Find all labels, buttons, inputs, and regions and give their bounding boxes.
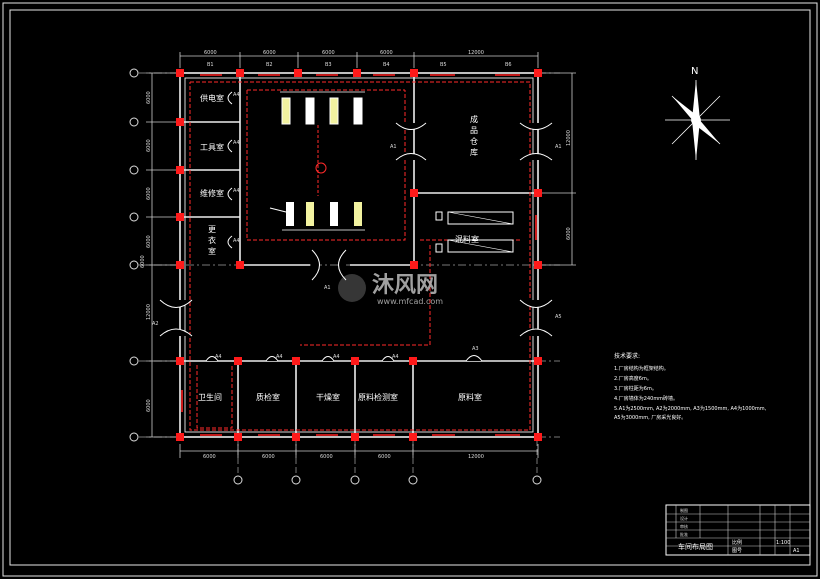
axis-top-b5: B5 bbox=[440, 62, 447, 68]
doors bbox=[159, 91, 553, 362]
tech-title: 技术要求: bbox=[614, 352, 640, 360]
dimension-bottom bbox=[179, 444, 539, 458]
tech-requirements: 技术要求: 1.厂房结构为框架结构。 2.厂房高度6m。 3.厂房柱距为6m。 … bbox=[614, 352, 767, 421]
north-arrow: N bbox=[665, 66, 730, 160]
dim-left-5: 6000 bbox=[140, 255, 146, 268]
door-tag-power: A4 bbox=[233, 92, 240, 98]
inner-frame bbox=[9, 9, 811, 566]
tech-line-4: 4.厂房墙体为240mm砖墙。 bbox=[614, 395, 678, 402]
axis-top-b2: B2 bbox=[266, 62, 273, 68]
door-tag-changing: A4 bbox=[233, 238, 240, 244]
vertical-room-labels: 更衣室 成品仓库 bbox=[208, 114, 478, 256]
watermark-cn: 沐风网 bbox=[372, 273, 438, 298]
tech-line-1: 1.厂房结构为框架结构。 bbox=[614, 365, 669, 372]
dim-bottom-3: 6000 bbox=[320, 454, 333, 460]
dimension-right-labels: 12000 6000 bbox=[566, 130, 572, 240]
room-raw: 原料室 bbox=[458, 392, 482, 402]
columns bbox=[176, 69, 542, 441]
dim-bottom-2: 6000 bbox=[262, 454, 275, 460]
door-tag-tool: A4 bbox=[233, 140, 240, 146]
room-qc: 质检室 bbox=[256, 392, 280, 402]
tech-line-6: A5为3000mm, 厂房采光良好。 bbox=[614, 414, 686, 421]
axis-top-b1: B1 bbox=[207, 62, 214, 68]
dim-left-3: 6000 bbox=[146, 187, 152, 200]
dim-top-2: 6000 bbox=[263, 50, 276, 56]
drawing-title: 车间布局图 bbox=[678, 542, 713, 551]
dim-top-5: 12000 bbox=[468, 50, 484, 56]
door-tag-center: A1 bbox=[324, 285, 331, 291]
windows bbox=[181, 74, 537, 436]
dim-top-3: 6000 bbox=[322, 50, 335, 56]
door-tag-repair: A4 bbox=[233, 188, 240, 194]
door-tag-toilet: A4 bbox=[215, 354, 222, 360]
room-power: 供电室 bbox=[200, 93, 224, 103]
room-toilet: 卫生间 bbox=[198, 392, 222, 402]
dim-top-1: 6000 bbox=[204, 50, 217, 56]
tech-line-2: 2.厂房高度6m。 bbox=[614, 375, 652, 382]
watermark-en: www.mfcad.com bbox=[377, 297, 443, 306]
dimension-right bbox=[542, 72, 576, 266]
door-tag-product-right: A1 bbox=[555, 144, 562, 150]
tech-line-5: 5.A1为2500mm, A2为2000mm, A3为1500mm, A4为10… bbox=[614, 405, 767, 412]
svg-text:批准: 批准 bbox=[680, 531, 688, 537]
room-changing: 更衣室 bbox=[208, 225, 216, 256]
door-tags: A4 A4 A4 A4 A1 A1 A2 A5 A1 A3 A4 A4 A4 A… bbox=[152, 92, 562, 360]
axis-markers-bottom bbox=[233, 440, 542, 485]
dim-right-2: 6000 bbox=[566, 227, 572, 240]
dimension-left-labels: 6000 6000 6000 6000 6000 12000 6000 bbox=[140, 91, 152, 412]
svg-text:设计: 设计 bbox=[680, 515, 688, 521]
door-tag-product-left: A1 bbox=[390, 144, 397, 150]
room-dry: 干燥室 bbox=[316, 392, 340, 402]
interior-walls bbox=[180, 73, 538, 437]
door-tag-east: A5 bbox=[555, 314, 562, 320]
north-label: N bbox=[691, 66, 698, 77]
dim-left-2: 6000 bbox=[146, 139, 152, 152]
room-product: 成品仓库 bbox=[470, 114, 478, 157]
svg-text:制图: 制图 bbox=[680, 507, 688, 513]
sheet-label: 图号 bbox=[732, 548, 742, 554]
door-tag-west: A2 bbox=[152, 321, 159, 327]
tech-line-3: 3.厂房柱距为6m。 bbox=[614, 385, 657, 392]
sheet-value: A1 bbox=[793, 548, 800, 554]
door-tag-rawtest: A4 bbox=[392, 354, 399, 360]
dim-bottom-1: 6000 bbox=[203, 454, 216, 460]
dimension-top-labels: 6000 6000 6000 6000 12000 bbox=[204, 50, 484, 56]
equipment-middle bbox=[269, 202, 365, 231]
axis-top-b4: B4 bbox=[383, 62, 390, 68]
room-raw-test: 原料检测室 bbox=[358, 392, 398, 402]
dim-left-6: 12000 bbox=[146, 304, 152, 320]
axis-top-b6: B6 bbox=[505, 62, 512, 68]
outer-walls bbox=[179, 72, 539, 438]
dim-top-4: 6000 bbox=[380, 50, 393, 56]
scale-label: 比例 bbox=[732, 539, 742, 546]
room-repair: 维修室 bbox=[200, 188, 224, 198]
pipeline bbox=[189, 81, 531, 431]
door-tag-raw: A3 bbox=[472, 346, 479, 352]
watermark: 沐风网 www.mfcad.com bbox=[338, 273, 443, 306]
svg-text:审核: 审核 bbox=[680, 523, 688, 529]
door-tag-qc: A4 bbox=[276, 354, 283, 360]
dim-right-1: 12000 bbox=[566, 130, 572, 146]
room-labels: 供电室 工具室 维修室 混料室 卫生间 质检室 干燥室 原料检测室 原料室 bbox=[198, 93, 482, 402]
room-tool: 工具室 bbox=[200, 142, 224, 152]
dimension-bottom-labels: 6000 6000 6000 6000 12000 bbox=[203, 454, 484, 460]
dim-left-1: 6000 bbox=[146, 91, 152, 104]
mixing-equipment bbox=[435, 211, 514, 253]
dimension-top bbox=[179, 52, 539, 68]
room-mixing: 混料室 bbox=[455, 234, 479, 244]
dim-left-7: 6000 bbox=[146, 399, 152, 412]
dimension-left bbox=[146, 72, 176, 438]
axis-top-b3: B3 bbox=[325, 62, 332, 68]
dim-bottom-4: 6000 bbox=[378, 454, 391, 460]
equipment-top bbox=[280, 91, 365, 196]
axis-top-labels: B1 B2 B3 B4 B5 B6 bbox=[207, 62, 512, 68]
dim-bottom-5: 12000 bbox=[468, 454, 484, 460]
door-tag-dry: A4 bbox=[333, 354, 340, 360]
scale-value: 1:100 bbox=[776, 540, 790, 546]
dim-left-4: 6000 bbox=[146, 235, 152, 248]
